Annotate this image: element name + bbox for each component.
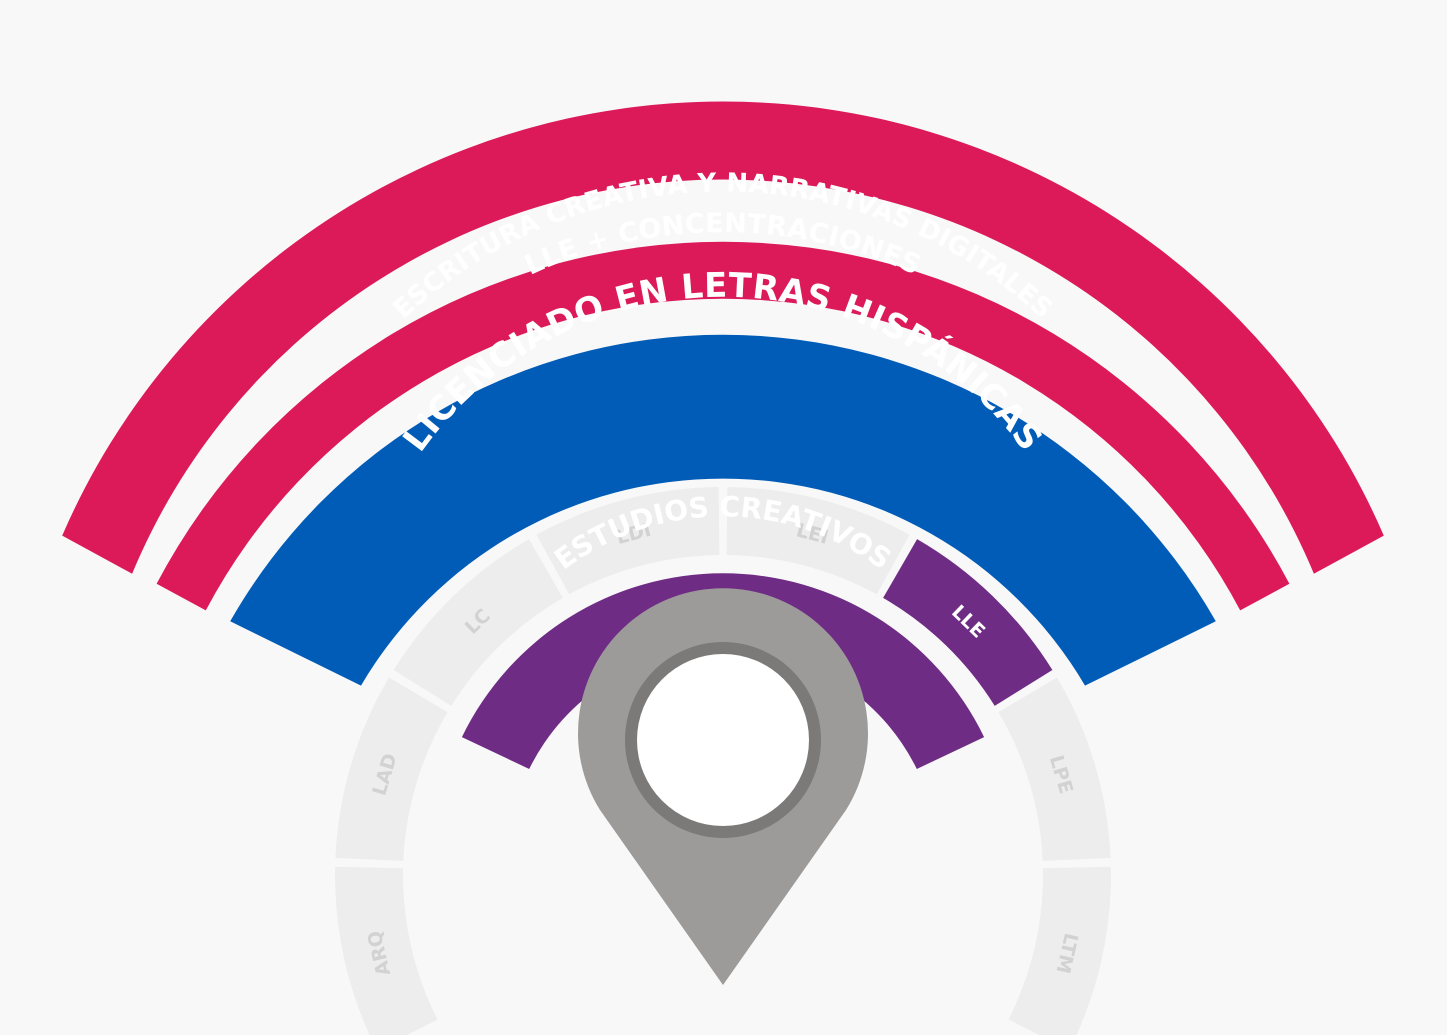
outer-arc-band xyxy=(62,101,1384,574)
segment-lle xyxy=(883,539,1053,706)
segment-ltm xyxy=(1008,866,1111,1035)
segment-lad xyxy=(335,677,448,861)
inner-arc-band xyxy=(461,573,985,769)
segment-arq xyxy=(335,866,438,1035)
segment-ldi xyxy=(536,487,720,595)
blue-arc-band xyxy=(230,334,1216,686)
pin-hole xyxy=(637,654,809,826)
segment-lc xyxy=(393,539,563,706)
location-pin-icon xyxy=(578,588,868,985)
second-arc-band xyxy=(156,241,1290,611)
segment-lei xyxy=(726,487,910,595)
segment-lpe xyxy=(998,677,1111,861)
